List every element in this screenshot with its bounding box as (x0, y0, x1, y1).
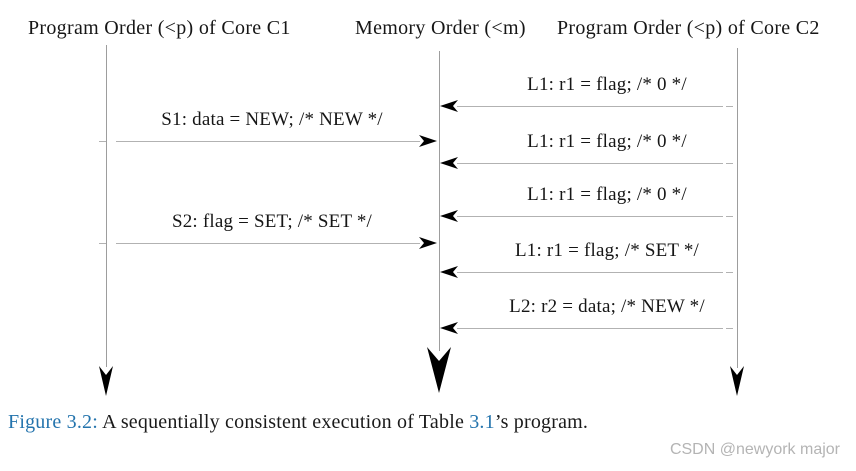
event-arrow-line (457, 272, 723, 273)
timeline-c2-down-arrowhead-icon (730, 366, 744, 396)
event-label-load-l1-0c: L1: r1 = flag; /* 0 */ (527, 184, 687, 205)
left-arrowhead-icon (440, 322, 458, 334)
column-header-memory-order: Memory Order (<m) (355, 17, 526, 39)
event-arrow-line (116, 243, 420, 244)
timeline-memory-order (439, 51, 440, 351)
event-label-load-l1-0a: L1: r1 = flag; /* 0 */ (527, 74, 687, 95)
right-arrowhead-icon (419, 135, 437, 147)
csdn-watermark: CSDN @newyork major (669, 441, 840, 458)
figure-caption-text-after: ’s program. (494, 411, 589, 433)
left-arrowhead-icon (440, 266, 458, 278)
figure-caption-text-before: A sequentially consistent execution of T… (97, 411, 470, 433)
left-arrowhead-icon (440, 210, 458, 222)
right-arrowhead-icon (419, 237, 437, 249)
timeline-c1-down-arrowhead-icon (99, 366, 113, 396)
timeline-memory-down-arrowhead-icon (427, 347, 451, 393)
event-arrow-line (457, 106, 723, 107)
event-arrow-line (116, 141, 420, 142)
column-header-core-c1: Program Order (<p) of Core C1 (28, 17, 291, 39)
figure-caption-table-ref: 3.1 (469, 411, 495, 433)
event-label-load-l2-new: L2: r2 = data; /* NEW */ (509, 296, 705, 317)
event-arrow-dash (99, 243, 106, 244)
column-header-core-c2: Program Order (<p) of Core C2 (557, 17, 820, 39)
event-arrow-dash (726, 216, 733, 217)
event-arrow-dash (726, 328, 733, 329)
event-label-load-l1-set: L1: r1 = flag; /* SET */ (514, 240, 700, 261)
left-arrowhead-icon (440, 100, 458, 112)
timeline-core-c2 (737, 48, 738, 368)
event-label-store-s1: S1: data = NEW; /* NEW */ (161, 109, 383, 130)
event-arrow-dash (726, 163, 733, 164)
event-label-load-l1-0b: L1: r1 = flag; /* 0 */ (527, 131, 687, 152)
left-arrowhead-icon (440, 157, 458, 169)
event-arrow-line (457, 163, 723, 164)
event-arrow-dash (99, 141, 106, 142)
timeline-core-c1 (106, 45, 107, 367)
event-arrow-dash (726, 106, 733, 107)
event-label-store-s2: S2: flag = SET; /* SET */ (171, 211, 373, 232)
event-arrow-line (457, 216, 723, 217)
figure-caption-label: Figure 3.2: (8, 411, 98, 433)
event-arrow-line (457, 328, 723, 329)
event-arrow-dash (726, 272, 733, 273)
figure-caption: Figure 3.2: A sequentially consistent ex… (8, 411, 588, 434)
